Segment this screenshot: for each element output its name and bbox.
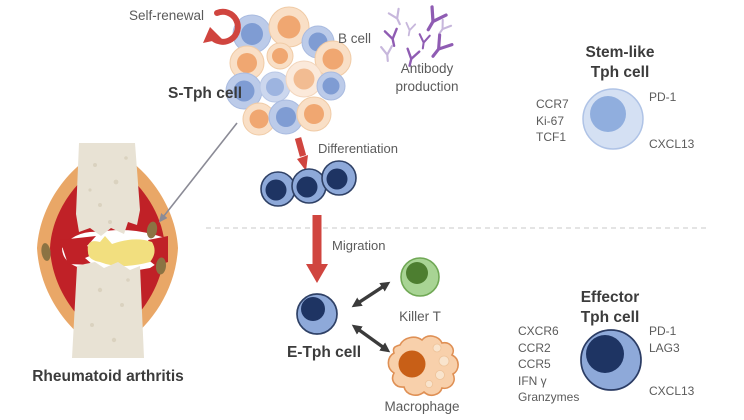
marker-granzymes: Granzymes <box>518 390 580 404</box>
joint-illustration <box>37 143 178 358</box>
macrophage-label: Macrophage <box>384 399 460 414</box>
stem-panel-title: Stem-like Tph cell <box>585 44 655 81</box>
cell-peach <box>314 40 352 78</box>
stem-like-tph-cell <box>582 88 644 150</box>
cell-pale-peach <box>285 60 323 98</box>
cell-peach <box>266 42 294 70</box>
b-cell-label: B cell <box>338 31 372 46</box>
migration-arrow-icon <box>306 215 328 283</box>
s-tph-b-cell-cluster <box>225 6 352 136</box>
cell-blue <box>268 99 304 135</box>
s-tph-cell-label: S-Tph cell <box>168 85 243 102</box>
marker-tcf1: TCF1 <box>536 130 566 144</box>
marker-stem-pd1: PD-1 <box>649 90 677 104</box>
etph-killer-t-arrow <box>351 281 391 308</box>
etph-macrophage-arrow <box>351 324 391 353</box>
effector-right-markers: PD-1 LAG3 <box>649 323 680 356</box>
cell-peach <box>296 96 332 132</box>
marker-ccr2: CCR2 <box>518 340 551 355</box>
migration-label: Migration <box>332 238 386 253</box>
marker-ccr5: CCR5 <box>518 357 551 371</box>
joint-bone-texture <box>88 156 130 343</box>
differentiation-arrow-icon <box>294 137 308 171</box>
marker-cxcr6: CXCR6 <box>518 324 559 338</box>
killer-t-cell <box>400 257 440 297</box>
e-tph-cell-label: E-Tph cell <box>286 344 362 361</box>
cell-peach <box>229 45 265 81</box>
effector-left-markers: CXCR6 CCR2 CCR5 IFN γ Granzymes <box>518 323 579 406</box>
rheumatoid-arthritis-label: Rheumatoid arthritis <box>32 368 184 385</box>
killer-t-label: Killer T <box>399 309 441 324</box>
effector-panel-title: Effector Tph cell <box>580 289 640 326</box>
stem-left-markers: CCR7 Ki-67 TCF1 <box>536 96 569 146</box>
self-renewal-arrow-icon <box>203 8 241 45</box>
joint-bone-top <box>76 143 140 236</box>
marker-eff-cxcl13: CXCL13 <box>649 384 695 398</box>
differentiation-label: Differentiation <box>318 141 398 156</box>
e-tph-cell <box>296 293 338 335</box>
marker-ifng: IFN γ <box>518 373 547 388</box>
cell-pale-blue <box>259 71 291 103</box>
marker-lag3: LAG3 <box>649 340 680 355</box>
joint-pannus <box>87 236 155 266</box>
marker-eff-pd1: PD-1 <box>649 324 677 338</box>
joint-inflammation-spots <box>41 221 167 275</box>
marker-stem-cxcl13: CXCL13 <box>649 137 695 151</box>
joint-pointer-arrow <box>158 122 238 223</box>
cell-blue <box>225 72 263 110</box>
effector-tph-cell <box>580 329 642 391</box>
antibody-icons <box>380 5 454 69</box>
marker-ccr7: CCR7 <box>536 97 569 111</box>
differentiated-cell-row <box>260 160 357 207</box>
cell-blue <box>316 71 346 101</box>
marker-ki67: Ki-67 <box>536 113 565 128</box>
joint-erosion-left <box>60 236 99 265</box>
macrophage-cell <box>387 335 459 397</box>
self-renewal-label: Self-renewal <box>128 8 204 23</box>
antibody-production-label: Antibody production <box>395 61 459 94</box>
cell-peach <box>242 102 276 136</box>
joint-bone-bottom <box>72 262 144 358</box>
